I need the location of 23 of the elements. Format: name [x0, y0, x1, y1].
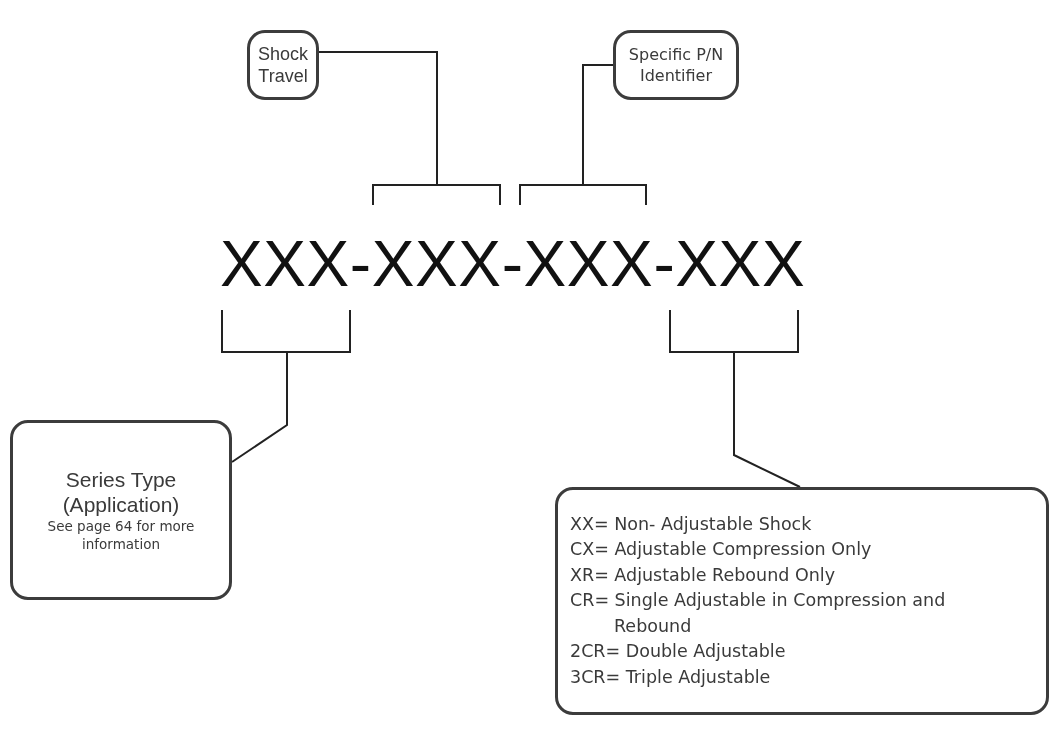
node-heading: Series Type (Application)	[61, 467, 181, 517]
code-definition: CR= Single Adjustable in Compression and Rebound	[570, 589, 947, 638]
leader-line	[318, 51, 438, 186]
bracket	[669, 309, 799, 353]
bracket	[519, 184, 647, 206]
callout-box	[10, 420, 232, 600]
code-definition: CX= Adjustable Compression Only	[570, 538, 873, 562]
leader-line	[582, 64, 614, 186]
code-definition: 3CR= Triple Adjustable	[570, 665, 772, 689]
bracket	[372, 184, 501, 206]
code-definition: 2CR= Double Adjustable	[570, 640, 787, 664]
bracket	[221, 309, 351, 353]
code-definition: XR= Adjustable Rebound Only	[570, 563, 836, 587]
node-label: Shock Travel	[257, 43, 309, 87]
callout-box	[613, 30, 739, 100]
node-label: Specific P/N Identifier	[627, 44, 725, 86]
leader-line	[733, 351, 801, 488]
part-number: XXX-XXX-XXX-XXX	[220, 232, 806, 296]
leader-line	[231, 351, 288, 463]
node-note: See page 64 for more information	[46, 517, 196, 553]
callout-box	[555, 487, 1049, 715]
code-definition: XX= Non- Adjustable Shock	[570, 512, 813, 536]
callout-box	[247, 30, 319, 100]
